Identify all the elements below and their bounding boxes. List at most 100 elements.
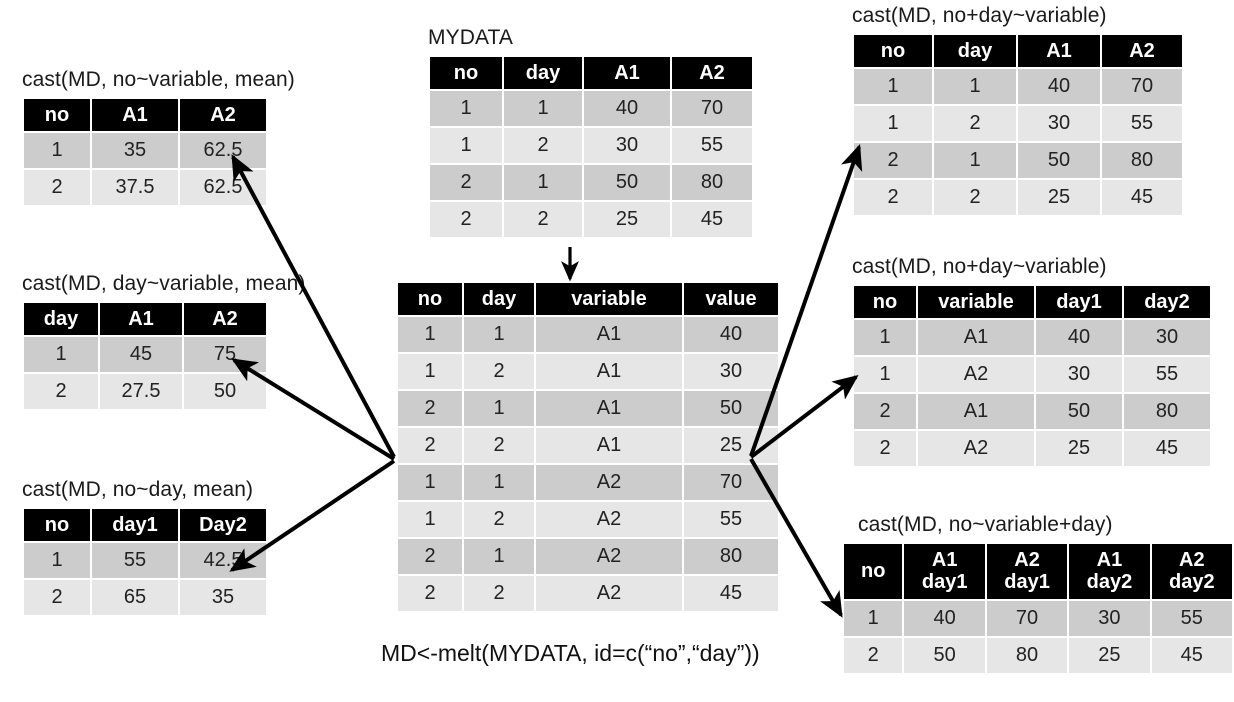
- cell: 55: [672, 128, 752, 164]
- cell: 2: [464, 576, 534, 612]
- cell: 1: [24, 337, 98, 373]
- left-table-3-group: cast(MD, no~day, mean) no day1 Day2 1 55…: [22, 478, 268, 618]
- cell: 80: [684, 539, 778, 575]
- column-header: day2: [1124, 286, 1210, 319]
- table-row: 2 A2 25 45: [854, 431, 1210, 467]
- cell: 50: [1018, 143, 1100, 179]
- cell: 2: [854, 394, 916, 430]
- column-header: no: [430, 57, 502, 90]
- cell: 2: [934, 180, 1016, 216]
- cell: 25: [684, 428, 778, 464]
- cell: 62.5: [180, 133, 266, 169]
- column-header: no: [398, 283, 462, 316]
- column-header: value: [684, 283, 778, 316]
- cell: 1: [464, 391, 534, 427]
- column-header: day: [464, 283, 534, 316]
- cell: 30: [1069, 600, 1150, 636]
- cell: 40: [684, 317, 778, 353]
- table-row: 2 1 50 80: [430, 165, 752, 201]
- column-header: A2: [180, 99, 266, 132]
- column-header: day: [24, 303, 98, 336]
- left-table-2: day A1 A2 1 45 75 2 27.5 50: [22, 301, 268, 412]
- table-row: 2 2 25 45: [854, 180, 1182, 216]
- cell: 45: [1102, 180, 1182, 216]
- cell: 1: [854, 320, 916, 356]
- cell: 1: [398, 465, 462, 501]
- table-header-row: no A1 day1 A2 day1 A1 day2 A2 day2: [844, 544, 1232, 599]
- cell: 50: [184, 374, 266, 410]
- cell: 42.5: [180, 543, 266, 579]
- cell: A2: [536, 576, 682, 612]
- cell: 75: [184, 337, 266, 373]
- column-header: A2: [672, 57, 752, 90]
- table-row: 1 A2 30 55: [854, 357, 1210, 393]
- table-row: 2 27.5 50: [24, 374, 266, 410]
- table-header-row: day A1 A2: [24, 303, 266, 336]
- column-header: no: [844, 544, 903, 599]
- cell: 1: [934, 143, 1016, 179]
- cell: 35: [92, 133, 178, 169]
- table-row: 2 2 25 45: [430, 202, 752, 238]
- column-header: variable: [536, 283, 682, 316]
- column-header: day1: [1036, 286, 1122, 319]
- cell: 37.5: [92, 170, 178, 206]
- melted-table-group: no day variable value 1 1 A1 40 1 2 A1 3…: [396, 281, 780, 614]
- cell: 2: [504, 128, 582, 164]
- cell: 1: [24, 133, 90, 169]
- cell: 1: [398, 317, 462, 353]
- column-header: variable: [918, 286, 1034, 319]
- cell: 70: [672, 91, 752, 127]
- cell: 1: [464, 465, 534, 501]
- source-table-group: MYDATA no day A1 A2 1 1 40 70 1 2 30: [428, 26, 754, 240]
- table-row: 1 1 A2 70: [398, 465, 778, 501]
- cell: 50: [1036, 394, 1122, 430]
- right-table-2: no variable day1 day2 1 A1 40 30 1 A2 30…: [852, 284, 1212, 469]
- cell: 1: [464, 539, 534, 575]
- cell: A2: [536, 465, 682, 501]
- cell: 45: [684, 576, 778, 612]
- cell: A2: [536, 539, 682, 575]
- table-header-row: no day A1 A2: [854, 35, 1182, 68]
- cell: 25: [1018, 180, 1100, 216]
- cell: 50: [584, 165, 670, 201]
- cell: A1: [536, 428, 682, 464]
- cell: 1: [398, 502, 462, 538]
- melt-command-caption: MD<-melt(MYDATA, id=c(“no”,“day”)): [381, 640, 760, 666]
- table-header-row: no A1 A2: [24, 99, 266, 132]
- right-table-3-group: cast(MD, no~variable+day) no A1 day1 A2 …: [842, 513, 1234, 675]
- table-header-row: no day1 Day2: [24, 509, 266, 542]
- cell: A1: [536, 354, 682, 390]
- cell: A2: [918, 431, 1034, 467]
- cell: 2: [430, 202, 502, 238]
- cell: 2: [844, 637, 903, 673]
- cell: A1: [536, 317, 682, 353]
- cell: 40: [1036, 320, 1122, 356]
- table-header-row: no variable day1 day2: [854, 286, 1210, 319]
- column-header: A1: [1018, 35, 1100, 68]
- table-row: 1 2 A2 55: [398, 502, 778, 538]
- table-row: 1 A1 40 30: [854, 320, 1210, 356]
- table-row: 1 35 62.5: [24, 133, 266, 169]
- table-row: 2 2 A1 25: [398, 428, 778, 464]
- cell: 1: [854, 357, 916, 393]
- table-row: 2 65 35: [24, 580, 266, 616]
- left-table-3: no day1 Day2 1 55 42.5 2 65 35: [22, 507, 268, 618]
- cell: 62.5: [180, 170, 266, 206]
- right-table-3-caption: cast(MD, no~variable+day): [858, 513, 1113, 536]
- column-header: no: [854, 35, 932, 68]
- cell: 2: [464, 354, 534, 390]
- table-row: 2 2 A2 45: [398, 576, 778, 612]
- table-row: 1 55 42.5: [24, 543, 266, 579]
- cell: 55: [1151, 600, 1232, 636]
- right-table-2-caption: cast(MD, no+day~variable): [852, 255, 1107, 278]
- cell: 2: [854, 143, 932, 179]
- column-header: Day2: [180, 509, 266, 542]
- left-table-1-group: cast(MD, no~variable, mean) no A1 A2 1 3…: [22, 68, 295, 208]
- cell: 80: [1124, 394, 1210, 430]
- table-row: 1 2 30 55: [430, 128, 752, 164]
- column-header: no: [24, 99, 90, 132]
- table-row: 1 1 A1 40: [398, 317, 778, 353]
- cell: 25: [1036, 431, 1122, 467]
- cell: 2: [464, 428, 534, 464]
